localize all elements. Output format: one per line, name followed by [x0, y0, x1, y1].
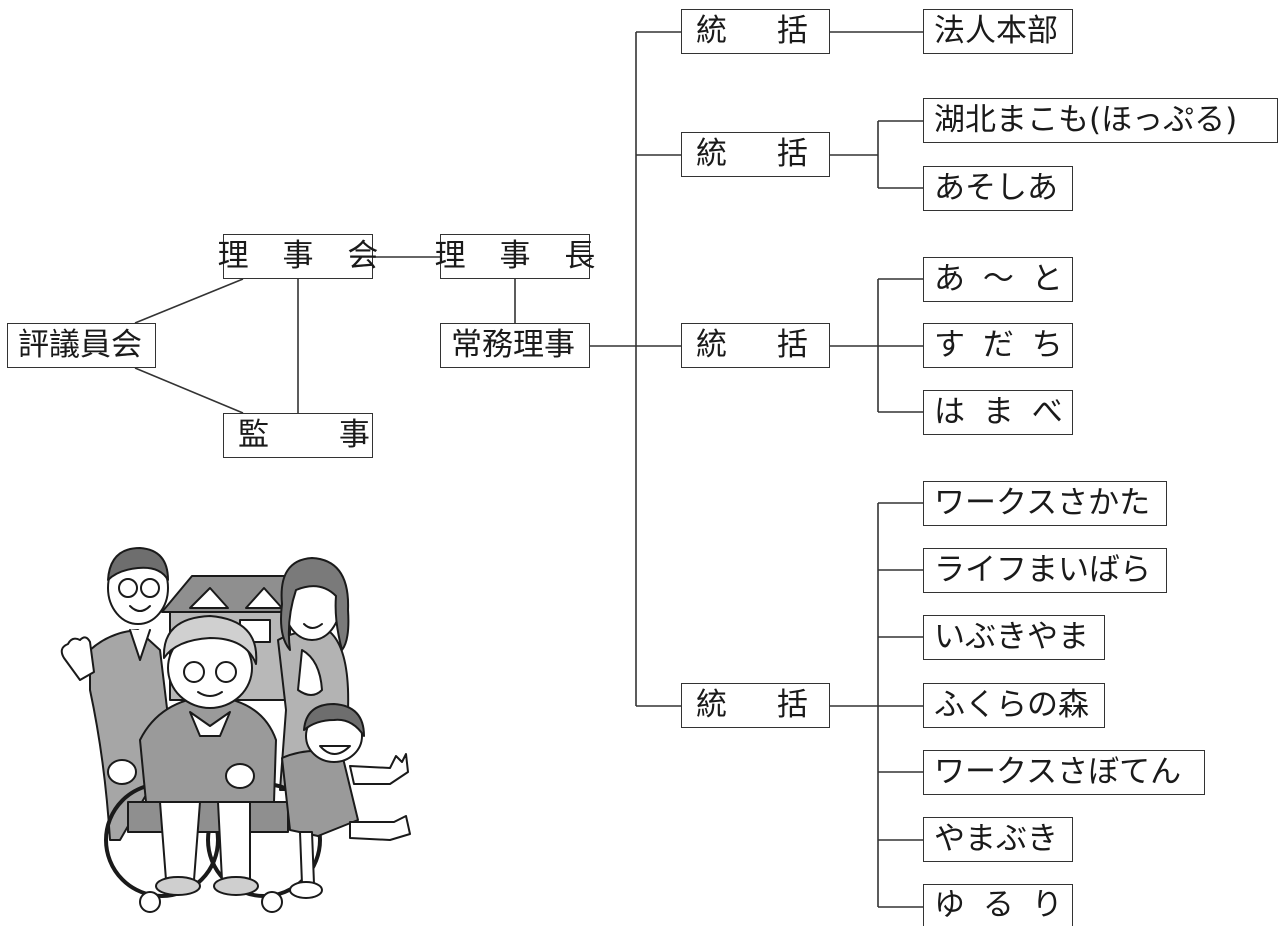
- supervisor-box-4: 統 括: [681, 683, 830, 728]
- unit-label: あそしあ: [934, 170, 1058, 206]
- unit-label: は ま べ: [934, 394, 1063, 430]
- unit-label: いぶきやま: [934, 619, 1089, 655]
- unit-label: ワークスさぼてん: [934, 754, 1182, 790]
- unit-label: ワークスさかた: [934, 485, 1151, 521]
- unit-box: あそしあ: [923, 166, 1073, 211]
- council-box: 評議員会: [7, 323, 156, 368]
- unit-box: いぶきやま: [923, 615, 1105, 660]
- man-figure: [60, 547, 173, 841]
- unit-box: ライフまいばら: [923, 548, 1167, 593]
- line-council-auditor: [134, 367, 244, 414]
- council-label: 評議員会: [18, 327, 142, 363]
- supervisor-box-2: 統 括: [681, 132, 830, 177]
- family-illustration: [60, 547, 411, 913]
- grandmother-figure: [107, 615, 277, 896]
- supervisor-box-1: 統 括: [681, 9, 830, 54]
- managing-director-label: 常務理事: [451, 327, 575, 363]
- auditor-label: 監 事: [238, 417, 370, 453]
- unit-box: ワークスさかた: [923, 481, 1167, 526]
- unit-label: す だ ち: [934, 327, 1063, 363]
- supervisor-label-4: 統 括: [696, 687, 808, 723]
- unit-label: ふくらの森: [934, 687, 1089, 723]
- unit-box: ゆ る り: [923, 884, 1073, 926]
- board-box: 理 事 会: [218, 234, 378, 279]
- unit-box: 法人本部: [923, 9, 1073, 54]
- unit-label: 法人本部: [934, 13, 1058, 49]
- unit-label: あ ～ と: [934, 261, 1063, 297]
- unit-box: 湖北まこも(ほっぷる): [923, 98, 1278, 143]
- unit-box: は ま べ: [923, 390, 1073, 435]
- chairman-box: 理 事 長: [435, 234, 595, 279]
- chairman-label: 理 事 長: [434, 238, 608, 274]
- child-figure: [281, 703, 411, 899]
- unit-label: やまぶき: [934, 821, 1058, 857]
- unit-label: ゆ る り: [934, 887, 1063, 923]
- auditor-box: 監 事: [223, 413, 373, 458]
- supervisor-box-3: 統 括: [681, 323, 830, 368]
- unit-box: あ ～ と: [923, 257, 1073, 302]
- managing-director-box: 常務理事: [440, 323, 590, 368]
- supervisor-label-1: 統 括: [696, 13, 808, 49]
- unit-label: ライフまいばら: [934, 552, 1151, 588]
- unit-label: 湖北まこも(ほっぷる): [934, 102, 1238, 138]
- unit-box: やまぶき: [923, 817, 1073, 862]
- unit-box: ふくらの森: [923, 683, 1105, 728]
- board-label: 理 事 会: [217, 238, 391, 274]
- line-council-board: [134, 278, 244, 324]
- unit-box: ワークスさぼてん: [923, 750, 1205, 795]
- supervisor-label-3: 統 括: [696, 327, 808, 363]
- unit-box: す だ ち: [923, 323, 1073, 368]
- supervisor-label-2: 統 括: [696, 136, 808, 172]
